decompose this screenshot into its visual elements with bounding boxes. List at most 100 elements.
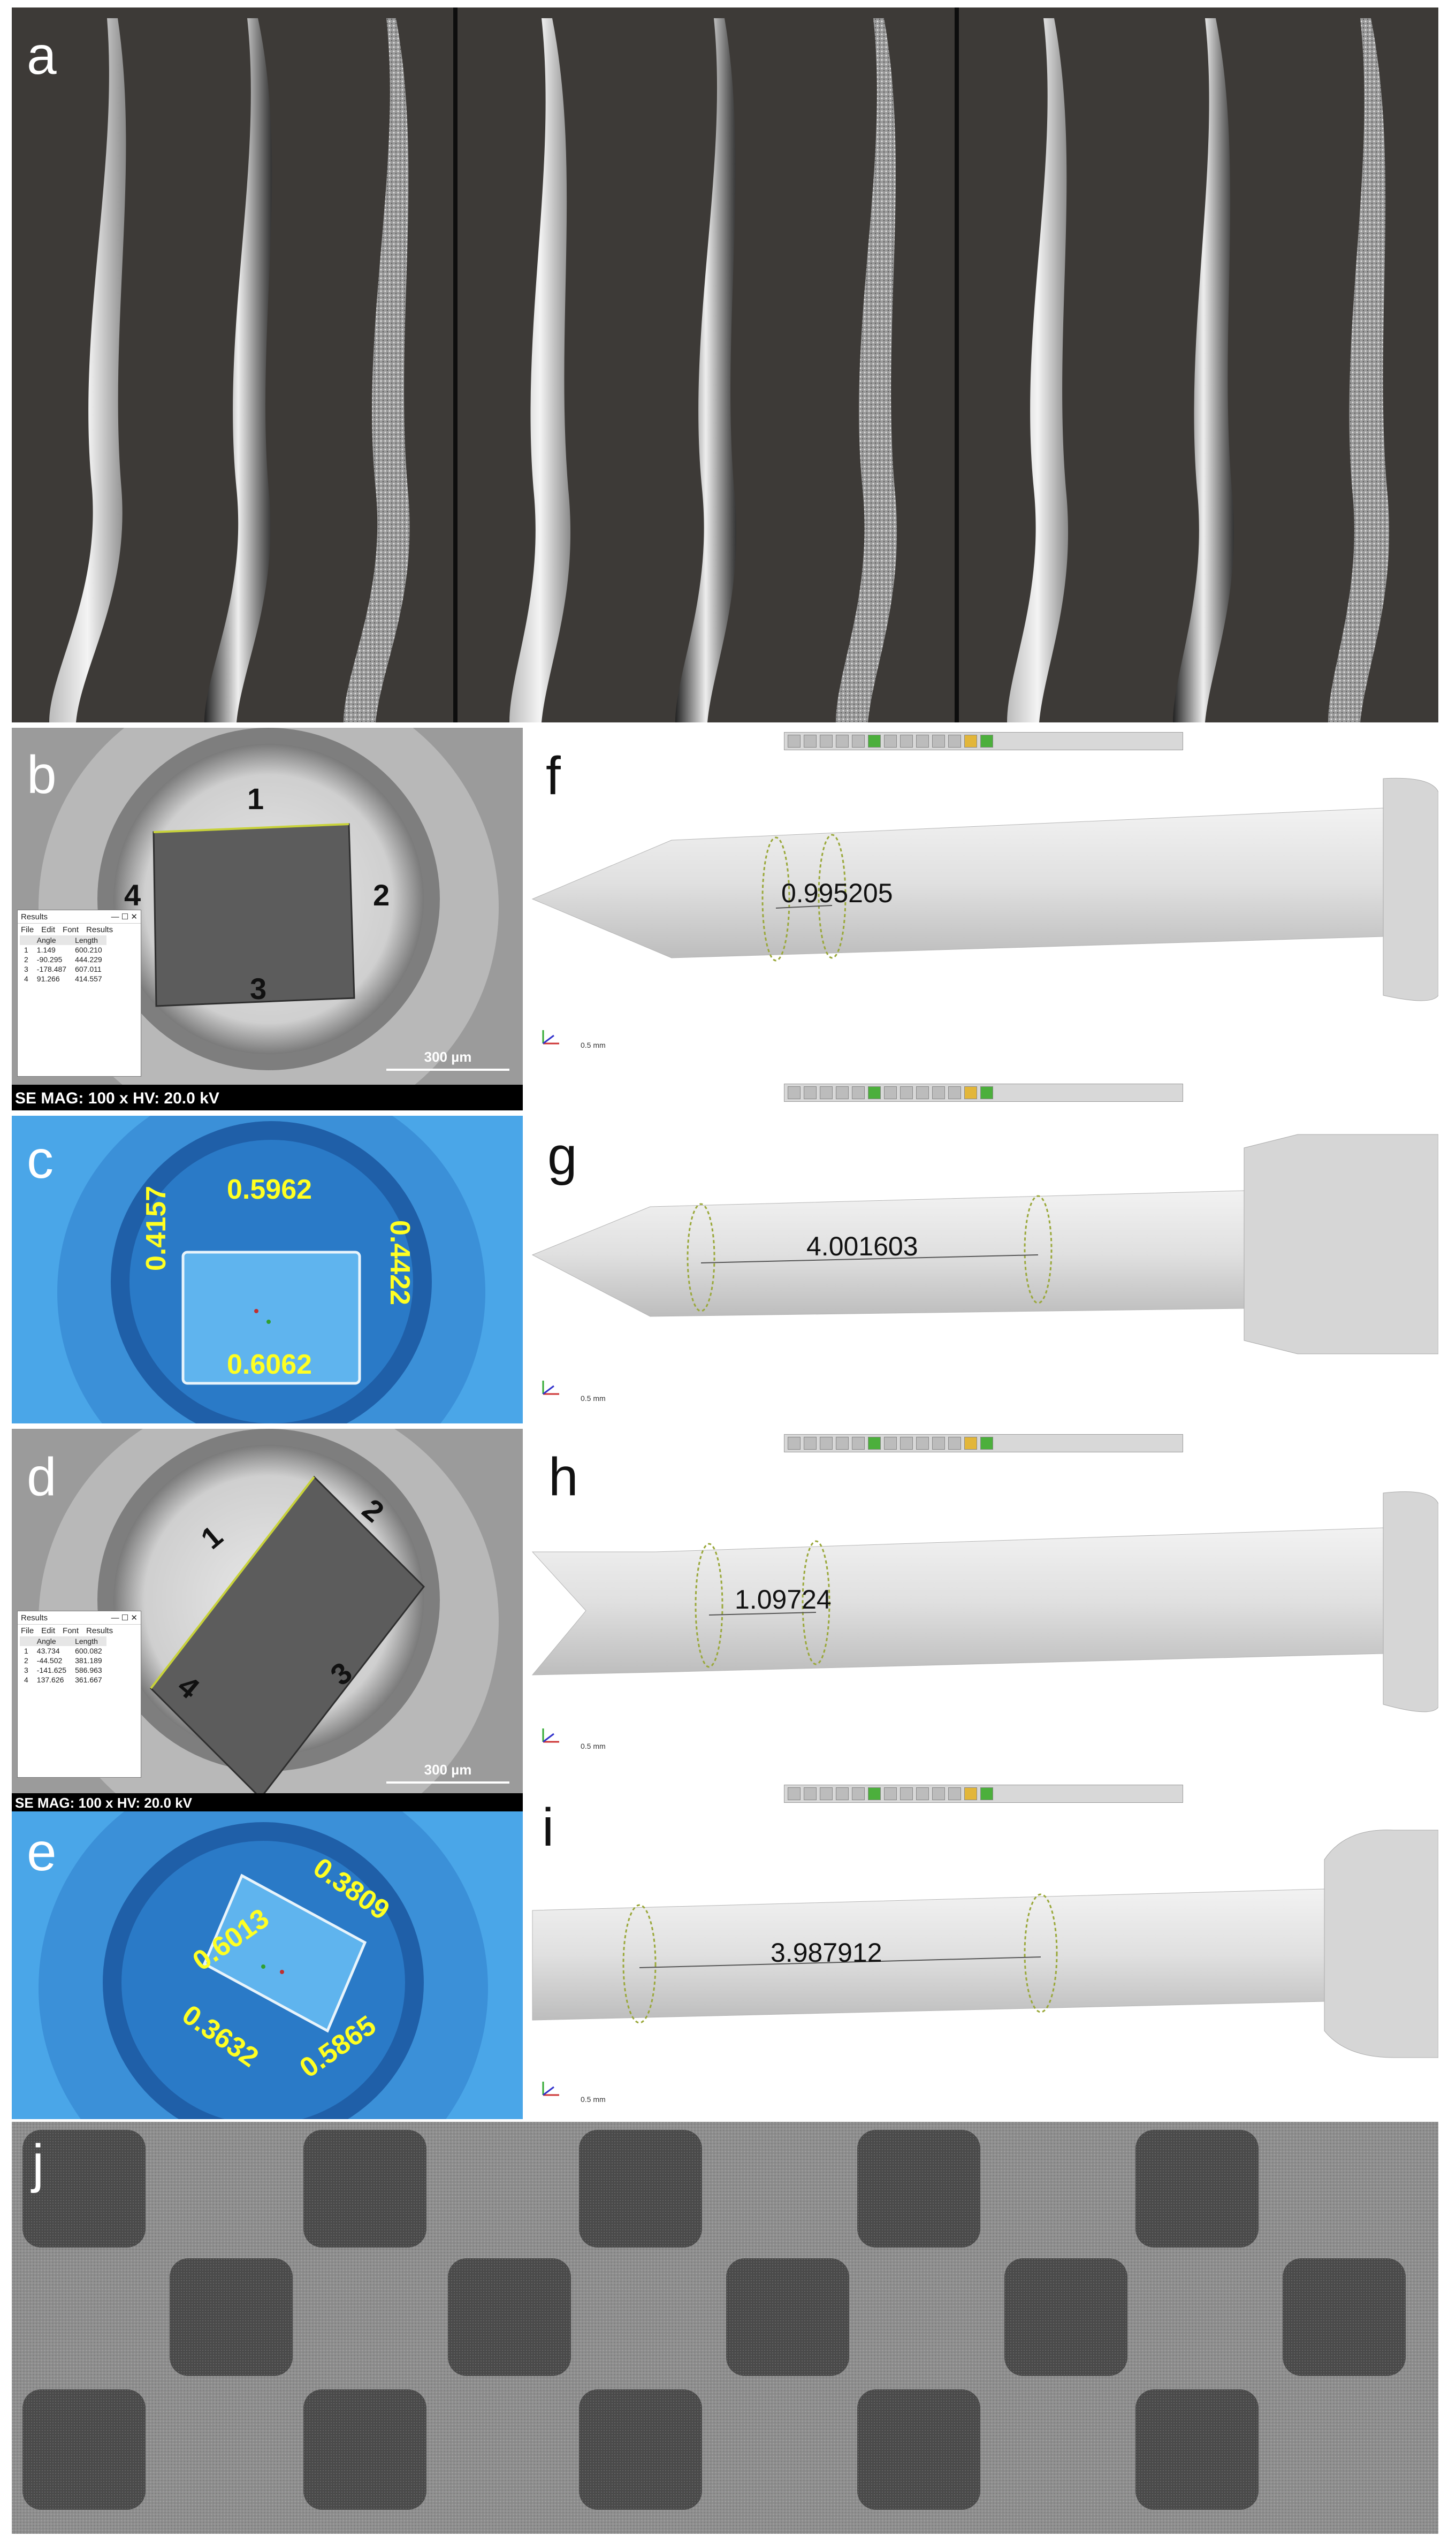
select-icon[interactable] bbox=[868, 1086, 881, 1099]
menu-font[interactable]: Font bbox=[63, 925, 79, 934]
layers-icon[interactable] bbox=[820, 1787, 833, 1800]
results-window-d[interactable]: Results— ☐ ✕ File Edit Font Results Angl… bbox=[17, 1611, 141, 1778]
circle-icon[interactable] bbox=[900, 735, 913, 748]
panel-label-c: c bbox=[27, 1130, 54, 1190]
results-title: Results bbox=[21, 1613, 48, 1623]
section-icon[interactable] bbox=[852, 735, 865, 748]
view-icon[interactable] bbox=[788, 735, 801, 748]
panel-label-a: a bbox=[27, 26, 57, 86]
panel-a: a bbox=[12, 7, 1438, 722]
cube-icon[interactable] bbox=[804, 1787, 817, 1800]
menu-results[interactable]: Results bbox=[86, 1626, 113, 1635]
measurement-i: 3.987912 bbox=[771, 1938, 882, 1968]
hole-row-2 bbox=[170, 2258, 1406, 2376]
cone-icon[interactable] bbox=[964, 1787, 977, 1800]
panel-b: b 1 2 3 4 Results— ☐ ✕ File Edit Font Re… bbox=[12, 728, 523, 1110]
angle-icon[interactable] bbox=[932, 1787, 945, 1800]
menu-font[interactable]: Font bbox=[63, 1626, 79, 1635]
check-icon[interactable] bbox=[948, 1787, 961, 1800]
view-icon[interactable] bbox=[788, 1437, 801, 1450]
panel-d: d 1 2 3 4 Results— ☐ ✕ File Edit Font Re… bbox=[12, 1429, 523, 1811]
drill-bit-4 bbox=[509, 18, 571, 722]
square-post bbox=[181, 1251, 361, 1385]
window-controls-icon[interactable]: — ☐ ✕ bbox=[111, 912, 138, 921]
cone-icon[interactable] bbox=[964, 1086, 977, 1099]
menu-edit[interactable]: Edit bbox=[41, 1626, 56, 1635]
cone-icon[interactable] bbox=[964, 735, 977, 748]
select-icon[interactable] bbox=[868, 735, 881, 748]
measure-icon[interactable] bbox=[884, 735, 897, 748]
value-c-right: 0.4422 bbox=[384, 1220, 415, 1306]
check-icon[interactable] bbox=[948, 735, 961, 748]
menu-results[interactable]: Results bbox=[86, 925, 113, 934]
scalebar-d: 300 µm bbox=[386, 1762, 509, 1784]
view-icon[interactable] bbox=[788, 1086, 801, 1099]
toolbar-i bbox=[784, 1785, 1183, 1803]
check-icon[interactable] bbox=[948, 1086, 961, 1099]
window-controls-icon[interactable]: — ☐ ✕ bbox=[111, 1613, 138, 1623]
layers-icon[interactable] bbox=[820, 735, 833, 748]
separator-2 bbox=[955, 7, 959, 722]
grid-icon[interactable] bbox=[836, 1086, 849, 1099]
cube-icon[interactable] bbox=[804, 1437, 817, 1450]
menu-file[interactable]: File bbox=[21, 925, 34, 934]
angle-icon[interactable] bbox=[932, 1437, 945, 1450]
section-icon[interactable] bbox=[852, 1437, 865, 1450]
layers-icon[interactable] bbox=[820, 1437, 833, 1450]
layers-icon[interactable] bbox=[820, 1086, 833, 1099]
point-icon[interactable] bbox=[916, 735, 929, 748]
marker-b-3: 3 bbox=[250, 972, 267, 1006]
camera-icon[interactable] bbox=[980, 735, 993, 748]
cone-icon[interactable] bbox=[964, 1437, 977, 1450]
cube-icon[interactable] bbox=[804, 735, 817, 748]
measure-icon[interactable] bbox=[884, 1086, 897, 1099]
section-icon[interactable] bbox=[852, 1787, 865, 1800]
circle-icon[interactable] bbox=[900, 1086, 913, 1099]
toolbar-h bbox=[784, 1434, 1183, 1452]
menu-file[interactable]: File bbox=[21, 1626, 34, 1635]
pin-model-g bbox=[531, 1134, 1438, 1354]
check-icon[interactable] bbox=[948, 1437, 961, 1450]
separator-1 bbox=[453, 7, 458, 722]
panel-label-d: d bbox=[27, 1447, 57, 1507]
camera-icon[interactable] bbox=[980, 1086, 993, 1099]
grid-icon[interactable] bbox=[836, 735, 849, 748]
angle-icon[interactable] bbox=[932, 735, 945, 748]
panel-label-f: f bbox=[546, 746, 561, 806]
drill-bit-9 bbox=[1328, 18, 1390, 722]
panel-c: c 0.5962 0.4157 0.4422 0.6062 bbox=[12, 1116, 523, 1423]
menu-edit[interactable]: Edit bbox=[41, 925, 56, 934]
section-icon[interactable] bbox=[852, 1086, 865, 1099]
blue-scan-image-e bbox=[39, 1811, 488, 2119]
toolbar-g bbox=[784, 1084, 1183, 1102]
angle-icon[interactable] bbox=[932, 1086, 945, 1099]
panel-j: j bbox=[12, 2122, 1438, 2534]
scale-h: 0.5 mm bbox=[581, 1742, 606, 1750]
circle-icon[interactable] bbox=[900, 1437, 913, 1450]
grid-icon[interactable] bbox=[836, 1437, 849, 1450]
view-icon[interactable] bbox=[788, 1787, 801, 1800]
select-icon[interactable] bbox=[868, 1787, 881, 1800]
results-window-b[interactable]: Results— ☐ ✕ File Edit Font Results Angl… bbox=[17, 910, 141, 1077]
measure-icon[interactable] bbox=[884, 1437, 897, 1450]
grid-icon[interactable] bbox=[836, 1787, 849, 1800]
camera-icon[interactable] bbox=[980, 1787, 993, 1800]
drill-bit-3 bbox=[344, 18, 410, 722]
panel-i: i 3.987912 0.5 mm bbox=[527, 1779, 1438, 2116]
point-icon[interactable] bbox=[916, 1086, 929, 1099]
point-icon[interactable] bbox=[916, 1437, 929, 1450]
measure-icon[interactable] bbox=[884, 1787, 897, 1800]
point-icon[interactable] bbox=[916, 1787, 929, 1800]
value-c-top: 0.5962 bbox=[227, 1174, 312, 1205]
circle-icon[interactable] bbox=[900, 1787, 913, 1800]
cube-icon[interactable] bbox=[804, 1086, 817, 1099]
camera-icon[interactable] bbox=[980, 1437, 993, 1450]
select-icon[interactable] bbox=[868, 1437, 881, 1450]
pin-model-h bbox=[531, 1491, 1438, 1712]
